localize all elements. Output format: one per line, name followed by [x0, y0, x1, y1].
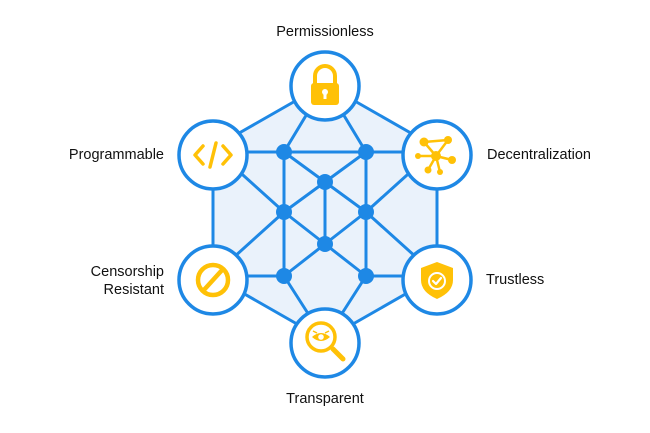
- magnifier-eye-icon: [305, 321, 346, 362]
- label-programmable: Programmable: [68, 147, 164, 163]
- label-trustless: Trustless: [486, 272, 545, 288]
- lattice-node: [358, 204, 374, 220]
- lattice-node: [276, 204, 292, 220]
- network-nodes-icon: [415, 136, 456, 175]
- lattice-node: [317, 236, 333, 252]
- label-permissionless: Permissionless: [276, 24, 374, 40]
- lattice-node: [317, 174, 333, 190]
- feature-censorship-resistant: [177, 244, 249, 316]
- feature-decentralization: [401, 119, 473, 191]
- prohibited-icon: [195, 262, 231, 298]
- code-brackets-icon: [193, 141, 233, 169]
- lattice-nodes: [276, 144, 374, 284]
- label-censorship-resistant: Censorship Resistant: [91, 263, 164, 299]
- feature-programmable: [177, 119, 249, 191]
- lattice-node: [358, 268, 374, 284]
- label-censorship-line-2: Resistant: [103, 282, 164, 298]
- padlock-icon: [311, 64, 339, 105]
- lattice-node: [276, 144, 292, 160]
- label-censorship-line-1: Censorship: [90, 264, 164, 280]
- feature-permissionless: [289, 50, 361, 122]
- label-transparent: Transparent: [286, 391, 364, 407]
- feature-trustless: [401, 244, 473, 316]
- label-decentralization: Decentralization: [487, 147, 591, 163]
- feature-transparent: [289, 307, 361, 379]
- shield-check-icon: [421, 262, 453, 299]
- lattice-node: [358, 144, 374, 160]
- lattice-node: [276, 268, 292, 284]
